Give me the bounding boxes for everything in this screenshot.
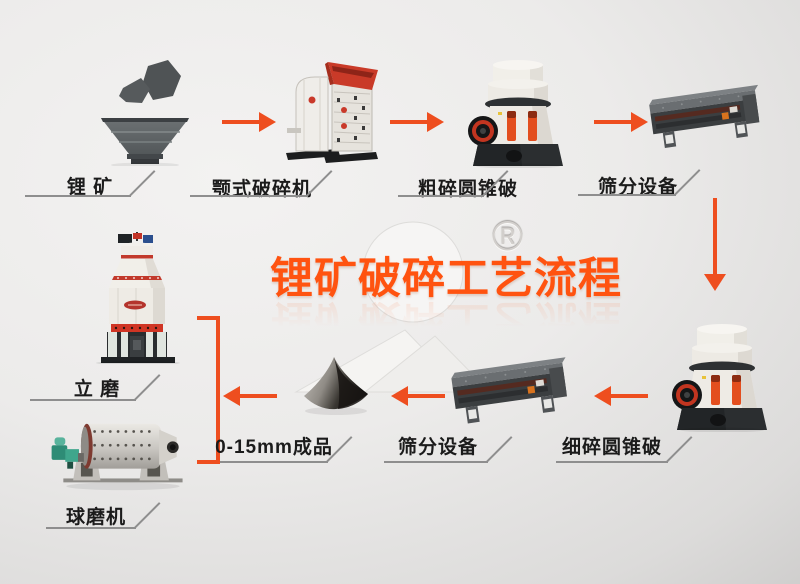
flow-arrow-screen-to-product <box>391 386 445 406</box>
split-bracket-arm-bottom <box>197 460 220 464</box>
page-title: 锂矿破碎工艺流程 <box>270 255 622 303</box>
flow-arrow-product-to-mills <box>223 386 277 406</box>
product-pile-icon <box>300 356 372 416</box>
vibrating-screen-icon <box>448 354 576 432</box>
cone-crusher-icon <box>672 316 772 432</box>
flow-arrow-jaw-to-coarse-cone <box>390 112 444 132</box>
label-screening-equipment-top: 筛分设备 <box>597 177 679 198</box>
label-vertical-mill: 立 磨 <box>73 379 121 400</box>
label-jaw-crusher: 颚式破碎机 <box>211 179 313 200</box>
flow-arrow-ore-to-jaw <box>222 112 276 132</box>
flow-arrow-coarse-cone-to-screen <box>594 112 648 132</box>
jaw-crusher-icon <box>282 54 382 168</box>
label-screening-equipment-bottom: 筛分设备 <box>397 437 479 458</box>
ore-hopper-icon <box>93 58 197 166</box>
vertical-mill-icon <box>88 232 188 364</box>
registered-trademark-icon: ® <box>492 212 523 259</box>
flow-arrow-screen-to-fine-cone <box>704 198 726 291</box>
label-ore: 锂 矿 <box>66 177 114 198</box>
flow-arrow-fine-cone-to-screen <box>594 386 648 406</box>
vibrating-screen-icon <box>646 80 768 158</box>
split-bracket-vertical <box>216 316 220 464</box>
label-product-0-15mm: 0-15mm成品 <box>215 437 333 458</box>
ball-mill-icon <box>48 412 194 498</box>
split-bracket-arm-top <box>197 316 220 320</box>
cone-crusher-icon <box>468 52 568 168</box>
label-ball-mill: 球磨机 <box>65 507 127 528</box>
label-fine-cone-crusher: 细碎圆锥破 <box>561 437 663 458</box>
